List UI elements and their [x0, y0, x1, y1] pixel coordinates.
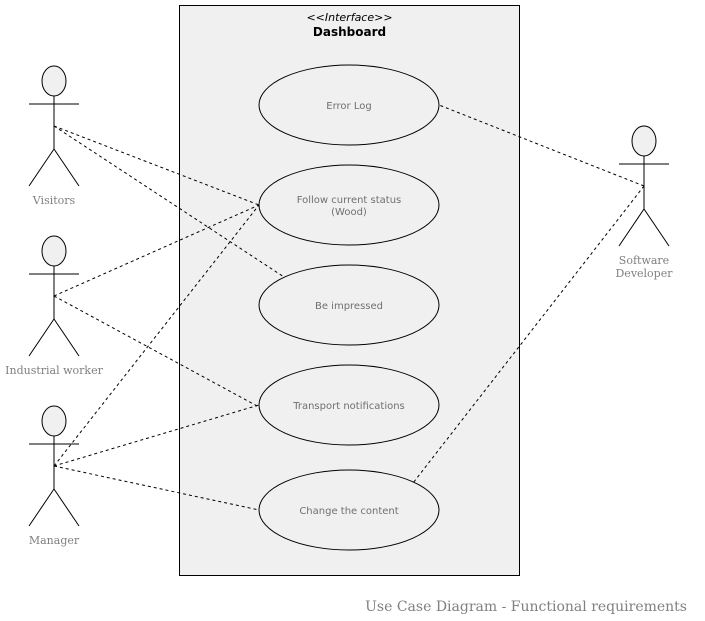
use-case-ellipse: [258, 364, 440, 446]
association-industrial-worker-transport: [53, 295, 260, 408]
use-case-label: Error Log: [326, 101, 371, 112]
actor-leg-right: [53, 148, 80, 187]
actor-head-icon: [41, 65, 67, 97]
association-visitors-follow-status: [53, 125, 260, 206]
use-case-label: Change the content: [299, 506, 398, 517]
diagram-caption: Use Case Diagram - Functional requiremen…: [365, 599, 687, 615]
actor-leg-right: [53, 318, 80, 357]
association-manager-follow-status: [53, 204, 260, 467]
actor-visitors: Visitors: [28, 65, 80, 207]
use-case-label: Follow current status: [297, 195, 402, 206]
use-case-transport: Transport notifications: [258, 364, 440, 446]
actor-manager: Manager: [28, 405, 80, 547]
use-case-label: Transport notifications: [292, 401, 405, 412]
actor-head-icon: [41, 235, 67, 267]
actor-label: Manager: [29, 534, 80, 547]
actor-leg-left: [618, 208, 645, 247]
actor-leg-left: [28, 488, 55, 527]
use-case-ellipse: [258, 164, 440, 246]
actor-leg-right: [53, 488, 80, 527]
system-title: Dashboard: [313, 25, 386, 39]
system-stereotype: <<Interface>>: [306, 11, 392, 24]
association-visitors-be-impressed: [53, 125, 285, 278]
use-case-ellipse: [258, 64, 440, 146]
use-case-label: Be impressed: [315, 301, 383, 312]
association-industrial-worker-follow-status: [53, 204, 260, 297]
actor-leg-left: [28, 318, 55, 357]
actor-label: Developer: [615, 267, 673, 280]
use-case-change-content: Change the content: [258, 469, 440, 551]
actor-head-icon: [41, 405, 67, 437]
actor-leg-left: [28, 148, 55, 187]
use-case-ellipse: [258, 264, 440, 346]
use-case-label: (Wood): [331, 207, 367, 218]
use-case-be-impressed: Be impressed: [258, 264, 440, 346]
actor-industrial-worker: Industrial worker: [5, 235, 104, 377]
actor-label: Software: [619, 254, 669, 267]
actor-label: Visitors: [32, 194, 76, 207]
associations: [53, 104, 645, 511]
use-case-error-log: Error Log: [258, 64, 440, 146]
use-case-ellipse: [258, 469, 440, 551]
association-manager-change-content: [53, 465, 260, 511]
association-software-developer-change-content: [412, 185, 645, 484]
actor-label: Industrial worker: [5, 364, 103, 377]
actor-leg-right: [643, 208, 670, 247]
association-software-developer-error-log: [438, 104, 645, 187]
use-case-follow-status: Follow current status(Wood): [258, 164, 440, 246]
actor-head-icon: [631, 125, 657, 157]
